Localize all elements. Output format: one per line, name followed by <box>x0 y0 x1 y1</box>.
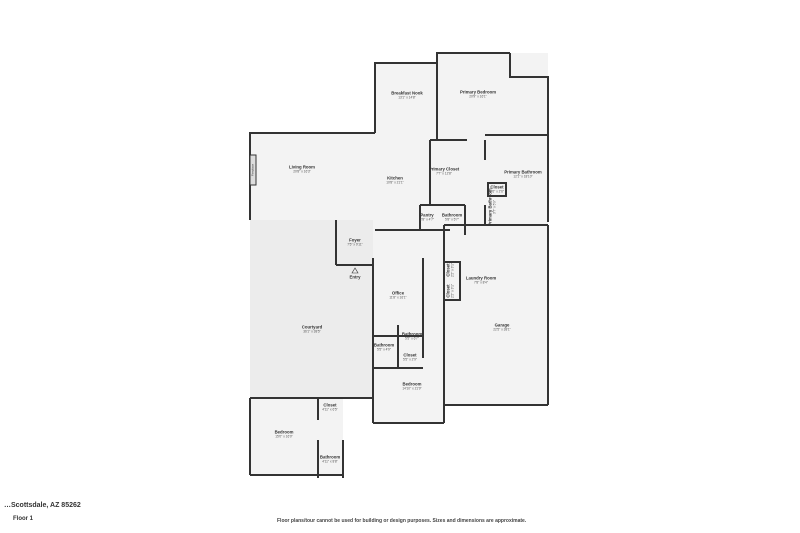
room-name: Primary Bedroom <box>459 89 497 95</box>
room-name: Bedroom <box>274 429 294 435</box>
room-dimensions: 7'8" x 8'4" <box>474 280 488 285</box>
room-name: Primary Bathroom <box>504 169 542 175</box>
walls <box>249 52 549 478</box>
address: …Scottsdale, AZ 85262 <box>4 502 81 509</box>
fireplace <box>249 154 257 186</box>
room-name: Bathroom <box>373 342 395 348</box>
room-dimensions: 7'5" x 9'11" <box>347 242 363 247</box>
fireplace-label: Fireplace <box>250 163 255 177</box>
room-name: Garage <box>494 322 510 328</box>
entry-arrow-icon <box>351 267 359 274</box>
room-dimensions: 3'7" x 5'9" <box>492 200 497 214</box>
room-dimensions: 11'8" x 16'1" <box>389 295 407 300</box>
room-dimensions: 5'5" x 6'7" <box>405 336 419 341</box>
room-dimensions: 20'8" x 16'3" <box>293 169 311 174</box>
room-name: Bathroom <box>401 331 423 337</box>
room-name: Bedroom <box>402 381 422 387</box>
room-dimensions: 2'2" x 3'1" <box>450 263 455 277</box>
room-dimensions: 5'5" x 4'9" <box>377 347 391 352</box>
room-dimensions: 36'1" x 38'5" <box>303 329 321 334</box>
room-name: Entry <box>349 274 361 280</box>
room-dimensions: 15'0" x 16'0" <box>275 434 293 439</box>
room-name: Courtyard <box>301 324 323 330</box>
room-dimensions: 3'6" x 2'6" <box>490 189 504 194</box>
room-dimensions: 22'5" x 38'1" <box>493 327 511 332</box>
courtyard-floor <box>250 220 373 398</box>
room-name: Bathroom <box>319 454 341 460</box>
disclaimer: Floor plans/tour cannot be used for buil… <box>277 518 527 524</box>
room-label: Entry <box>349 274 361 281</box>
room-dimensions: 2'2" x 3'1" <box>450 284 455 298</box>
room-name: Kitchen <box>387 175 403 181</box>
room-name: Office <box>391 290 405 296</box>
room-dimensions: 5'5" x 2'9" <box>403 357 417 362</box>
room-dimensions: 13'1" x 14'8" <box>398 95 416 100</box>
room-dimensions: 14'10" x 21'9" <box>402 386 422 391</box>
room-name: Living Room <box>288 164 316 170</box>
room-dimensions: 7'7" x 12'8" <box>436 171 452 176</box>
room-name: Closet <box>490 184 504 190</box>
room-dimensions: 20'9" x 16'1" <box>469 94 487 99</box>
room-name: Breakfast Nook <box>391 90 423 96</box>
room-dimensions: 4'11" x 6'5" <box>322 407 338 412</box>
room-name: Pantry <box>420 212 434 218</box>
room-dimensions: 12'1" x 18'10" <box>513 174 533 179</box>
floor-label: Floor 1 <box>13 516 34 522</box>
room-name: Laundry Room <box>465 275 497 281</box>
room-name: Foyer <box>349 237 361 243</box>
room-dimensions: 10'8" x 21'1" <box>386 180 404 185</box>
room-name: Closet <box>323 402 337 408</box>
room-name: Closet <box>403 352 417 358</box>
room-dimensions: 4'11" x 8'8" <box>322 459 338 464</box>
room-dimensions: 5'8" x 5'7" <box>445 217 459 222</box>
room-dimensions: 2'8" x 4'7" <box>420 217 434 222</box>
room-name: Bathroom <box>441 212 463 218</box>
room-name: Primary Closet <box>428 166 460 172</box>
